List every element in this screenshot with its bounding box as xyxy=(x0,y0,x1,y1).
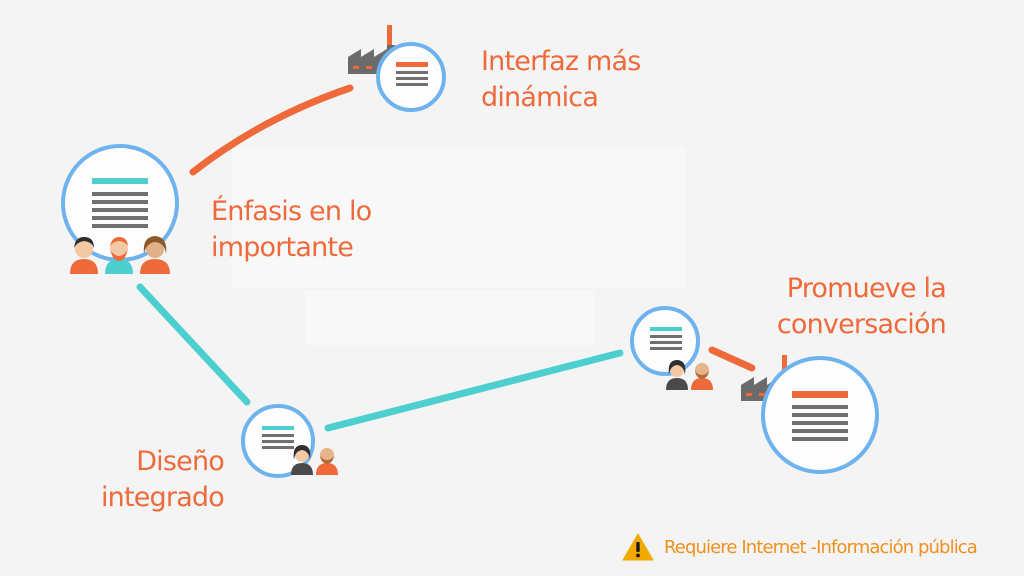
connector-main-to-bottom xyxy=(136,283,251,406)
document-icon xyxy=(792,391,848,441)
node-bottom xyxy=(241,404,338,478)
document-icon xyxy=(396,62,428,86)
label-line: conversación xyxy=(776,309,947,340)
document-icon xyxy=(92,178,148,228)
label-line: Énfasis en lo xyxy=(211,196,372,227)
background-panel xyxy=(305,290,595,345)
user-avatar-icon xyxy=(666,360,688,390)
label-line: Interfaz más xyxy=(481,46,641,77)
user-avatar-icon xyxy=(70,237,98,274)
footer-notice: Requiere Internet -Información pública xyxy=(622,533,978,561)
node-right-large xyxy=(741,355,879,474)
label-enfasis-en-lo-importante: Énfasis en lo importante xyxy=(211,194,372,266)
warning-icon xyxy=(622,533,654,561)
label-promueve-la-conversacion: Promueve la conversación xyxy=(760,271,947,343)
user-avatar-icon xyxy=(291,445,313,475)
user-avatar-icon xyxy=(105,237,133,274)
node-right-small xyxy=(630,306,713,390)
node-main xyxy=(61,144,179,274)
connector-right-small-to-large xyxy=(708,346,756,372)
document-icon xyxy=(262,426,294,449)
label-line: Promueve la xyxy=(786,273,947,304)
document-icon xyxy=(650,327,682,350)
label-line: Diseño xyxy=(136,446,225,477)
background-panel xyxy=(232,148,686,288)
connector-main-to-top xyxy=(189,84,354,176)
user-avatar-icon xyxy=(316,448,338,475)
label-interfaz-mas-dinamica: Interfaz más dinámica xyxy=(481,44,641,116)
label-line: integrado xyxy=(100,482,225,513)
user-avatar-icon xyxy=(140,236,170,274)
footer-text: Requiere Internet -Información pública xyxy=(664,536,978,558)
node-top xyxy=(348,25,446,112)
label-diseno-integrado: Diseño integrado xyxy=(60,444,225,516)
connector-bottom-to-right xyxy=(324,349,624,432)
label-line: dinámica xyxy=(481,82,599,113)
label-line: importante xyxy=(211,232,354,263)
user-avatar-icon xyxy=(691,363,713,390)
